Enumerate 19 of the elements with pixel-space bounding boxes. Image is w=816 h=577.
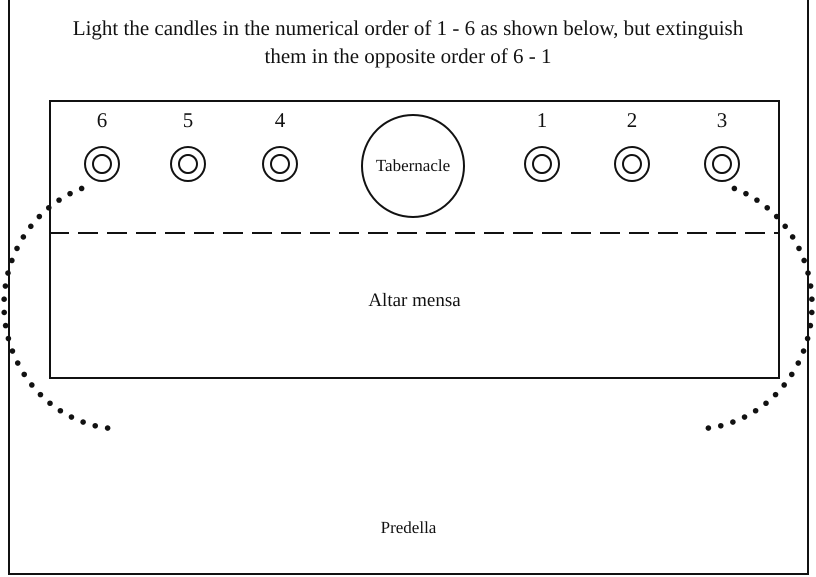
candle-circle (524, 146, 560, 182)
candle-circle (614, 146, 650, 182)
predella-label: Predella (380, 518, 438, 538)
candle-circle (84, 146, 120, 182)
tabernacle-label: Tabernacle (374, 156, 452, 176)
candle-number: 1 (536, 108, 548, 133)
candle-circle (262, 146, 298, 182)
candle-circle (170, 146, 206, 182)
tabernacle-circle (361, 114, 465, 218)
altar-label: Altar mensa (367, 290, 462, 312)
candle-number: 4 (274, 108, 286, 133)
predella-frame (8, 0, 809, 575)
candle-number: 6 (96, 108, 108, 133)
candle-number: 5 (182, 108, 194, 133)
title: Light the candles in the numerical order of 1 - 6 as shown below, but extinguish them in the opposite order of 6 - 1 (72, 15, 744, 70)
candle-number: 3 (716, 108, 728, 133)
candle-circle (704, 146, 740, 182)
altar-box (49, 100, 780, 379)
candle-number: 2 (626, 108, 638, 133)
